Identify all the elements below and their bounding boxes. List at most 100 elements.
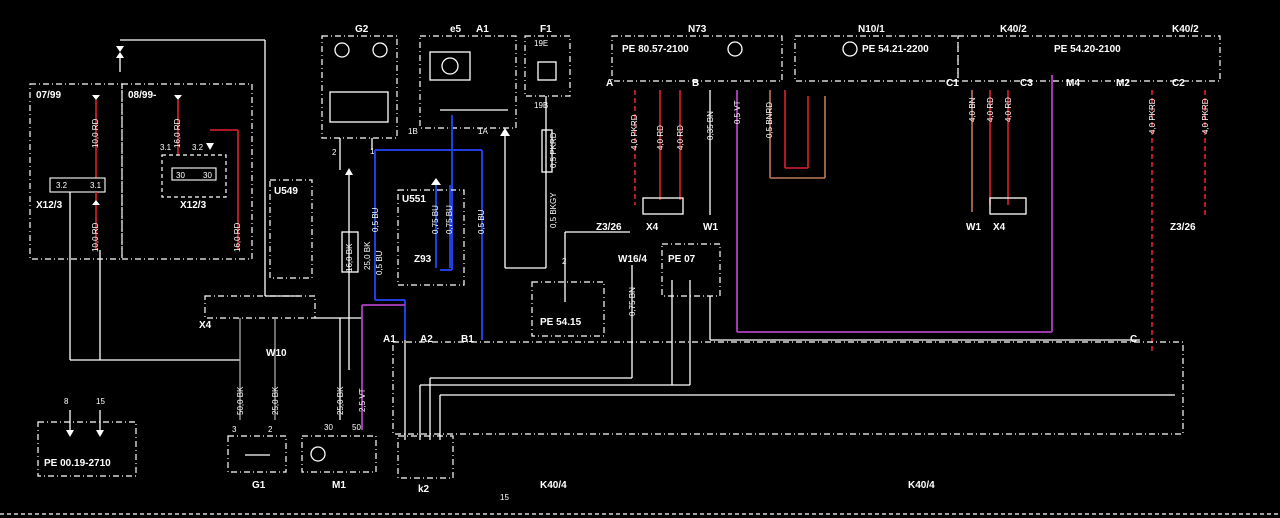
svg-text:3.1: 3.1 [90,181,102,190]
wire-50bk: 50,0 BK [236,386,245,415]
pin-19b: 19B [534,101,548,110]
x12-3-boxes: 07/99 08/99- 3.2 3.1 X12/3 10,0 RD 10,0 … [29,83,253,360]
z3-26-left-label: Z3/26 [596,222,622,233]
m1-label: M1 [332,480,346,491]
svg-text:3.2: 3.2 [56,181,68,190]
svg-text:30: 30 [176,171,185,180]
pin-c2: C2 [1172,78,1185,89]
pin-19e: 19E [534,39,548,48]
w1-right-label: W1 [966,222,981,233]
wire-4rd-d: 4,0 RD [1004,97,1013,122]
ref-k40: PE 54.20-2100 [1054,44,1121,55]
pin-m4: M4 [1066,78,1080,89]
wire-4rd-b: 4,0 RD [676,125,685,150]
w10-label: W10 [266,348,287,359]
wire-4rd-a: 4,0 RD [656,125,665,150]
wire-075bn: 0,75 BN [628,287,637,316]
wire-05bu-c: 0,5 BU [375,250,384,275]
wire-25bk-b: 25,0 BK [271,386,280,415]
w1-mid-label: W1 [703,222,718,233]
pin-m2: M2 [1116,78,1130,89]
pin-a2: A2 [420,334,433,345]
g2-pin-2: 2 [332,148,337,157]
wire-4pkrd-c: 4,0 PKRD [1201,98,1210,134]
wire-10rd-bottom: 10,0 RD [91,222,100,252]
k40-4-left-label: K40/4 [540,480,567,491]
wire-4pkrd-a: 4,0 PKRD [630,114,639,150]
e5-label: e5 [450,24,462,35]
wire-16rd-top: 16,0 RD [173,118,182,148]
pin-3-1: 3.1 [160,143,172,152]
m1-pin-50: 50 [352,423,361,432]
pin-1b: 1B [408,127,418,136]
pin-c: C [1130,334,1137,345]
wire-075bu-a: 0,75 BU [431,205,440,234]
ref-pe-0019: PE 00.19-2710 [44,458,111,469]
n10-1-label: N10/1 [858,24,885,35]
wire-075bu-b: 0,75 BU [445,205,454,234]
wire-25bk-a: 25,0 BK [363,241,372,270]
x12-3-left-label: X12/3 [36,200,63,211]
g1-pin-3: 3 [232,425,237,434]
wire-10rd-top: 10,0 RD [91,118,100,148]
a1-top-label: A1 [476,24,489,35]
wire-25vt: 2,5 VT [358,388,367,412]
wire-05bnrd: 0,5 BNRD [765,102,774,138]
wire-05bu-a: 0,5 BU [371,207,380,232]
wire-16bk: 16,0 BK [345,243,354,272]
pin-15-bottom: 15 [500,493,509,502]
wire-16rd-bottom: 16,0 RD [233,222,242,252]
z3-26-right-label: Z3/26 [1170,222,1196,233]
pin-8: 8 [64,397,69,406]
wire-05vt: 0,5 VT [733,100,742,124]
pin-b: B [692,78,699,89]
wire-05-bkgy: 0,5 BKGY [549,192,558,228]
u551-label: U551 [402,194,426,205]
k2-label: k2 [418,484,430,495]
wire-05-pkrd: 0,5 PKRD [549,132,558,168]
u549-box: U549 [269,179,313,279]
x4-left-label: X4 [199,320,212,331]
k40-4-bus: A1 A2 B1 C k2 K40/4 K40/4 [383,334,1184,495]
ref-n73: PE 80.57-2100 [622,44,689,55]
wire-4rd-c: 4,0 RD [986,97,995,122]
pin-15: 15 [96,397,105,406]
ref-pe-07: PE 07 [668,254,696,265]
x4-left-terminal: X4 W10 50,0 BK 25,0 BK 25,0 BK 2,5 VT [70,295,405,430]
k40-2-label-b: K40/2 [1172,24,1199,35]
pin-2-pe5415: 2 [562,257,567,266]
g2-alternator: G2 2 1 16,0 BK [321,24,398,370]
pin-c1: C1 [946,78,959,89]
wire-035bn: 0,35 BN [706,111,715,140]
f1-fuse: F1 19E 19B 0,5 PKRD 0,5 BKGY [500,24,571,269]
pin-3-2: 3.2 [192,143,204,152]
w16-4-label: W16/4 [618,254,647,265]
k40-4-right-label: K40/4 [908,480,935,491]
mid-components: Z3/26 2 PE 54.15 W16/4 0,75 BN PE 07 [531,222,1140,385]
u551-module: U551 Z93 0,75 BU 0,75 BU 0,5 BU 0,5 BU 2… [341,149,486,340]
svg-text:2: 2 [268,425,273,434]
pin-1a: 1A [478,127,488,136]
n73-label: N73 [688,24,707,35]
g2-pin-1: 1 [370,147,375,156]
ref-pe-5415: PE 54.15 [540,317,582,328]
g2-label: G2 [355,24,369,35]
k40-2-label-a: K40/2 [1000,24,1027,35]
z93-label: Z93 [414,254,432,265]
pin-a1: A1 [383,334,396,345]
x12-3-right-label: X12/3 [180,200,207,211]
ref-n10: PE 54.21-2200 [862,44,929,55]
svg-text:30: 30 [203,171,212,180]
wire-4bn: 4,0 BN [968,97,977,122]
date-0799: 07/99 [36,90,61,101]
wire-4pkrd-b: 4,0 PKRD [1148,98,1157,134]
a1-e5-box: e5 A1 1B 1A [408,24,517,271]
x4-right-label: X4 [993,222,1006,233]
pin-a: A [606,78,613,89]
pin-c3: C3 [1020,78,1033,89]
top-modules: N73 N10/1 K40/2 K40/2 PE 80.57-2100 PE 5… [606,24,1221,352]
x4-mid-label: X4 [646,222,659,233]
u549-label: U549 [274,186,298,197]
wire-25bk-c: 25,0 BK [336,386,345,415]
